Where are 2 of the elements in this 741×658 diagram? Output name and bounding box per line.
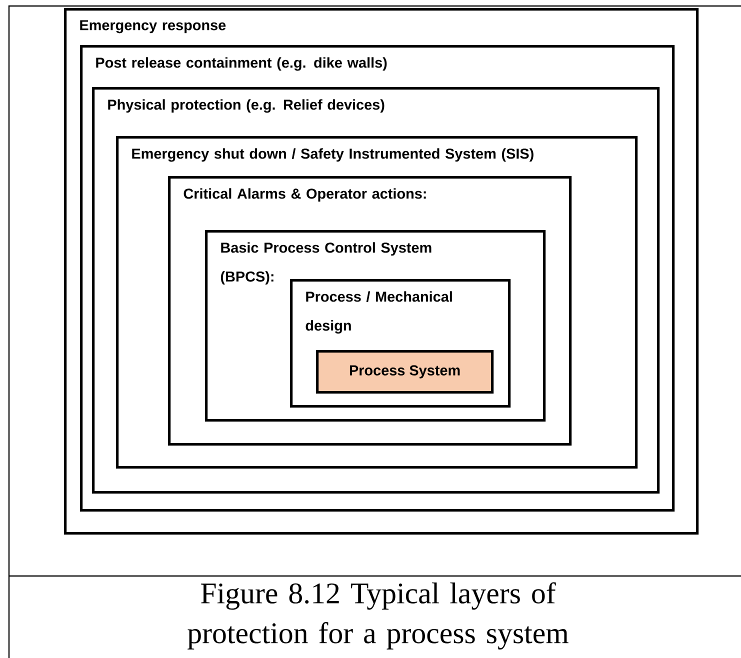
inner-box: Process System [316,350,494,394]
caption: Figure 8.12 Typical layers of protection for a process system [188,582,568,650]
